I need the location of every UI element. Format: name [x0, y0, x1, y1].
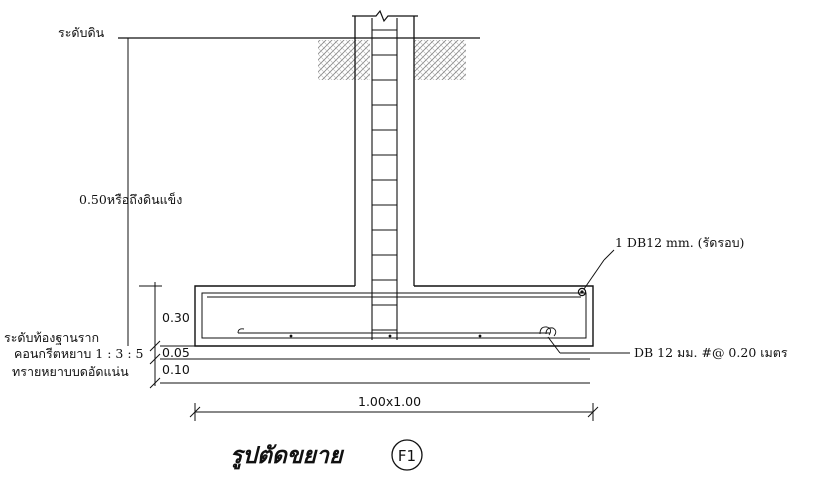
section-badge-circle: [391, 439, 423, 471]
perimeter-bar-label: 1 DB12 mm. (รัดรอบ): [615, 235, 744, 250]
section-title: รูปตัดขยาย: [230, 443, 345, 470]
bottom-rebar-label: DB 12 มม. #@ 0.20 เมตร: [634, 345, 788, 360]
soil-hatch-right: [414, 40, 466, 80]
section-badge-text: F1: [398, 447, 416, 465]
sand-bed-label: ทรายหยาบบดอัดแน่น: [12, 364, 129, 379]
width-slash-right: [587, 406, 599, 418]
sand-bed-thickness-label: 0.10: [162, 362, 190, 377]
depth-note-label: 0.50หรือถึงดินแข็ง: [79, 192, 182, 207]
lean-concrete-label: คอนกรีตหยาบ 1 : 3 : 5: [14, 346, 143, 361]
footing-size-label: 1.00x1.00: [358, 394, 421, 409]
thickness-tick-2: [149, 353, 161, 365]
column-stirrups: [372, 29, 397, 331]
bottom-bar-hooks: [539, 326, 557, 337]
bottom-rebar-leader: [547, 336, 561, 354]
bottom-bar-hook-left: [237, 328, 245, 334]
soil-hatch-left: [318, 40, 370, 80]
footing-outline: [194, 285, 594, 347]
width-slash-left: [189, 406, 201, 418]
perimeter-bar-leader-tail: [603, 249, 615, 261]
rebar-dot: [478, 334, 482, 338]
perimeter-bar-leader: [583, 259, 605, 290]
thickness-tick-3: [149, 377, 161, 389]
perimeter-bar-dot: [577, 287, 587, 297]
lean-concrete-thickness-label: 0.05: [162, 345, 190, 360]
column-break-symbol: [352, 9, 418, 23]
rebar-dot: [388, 334, 392, 338]
rebar-dot: [289, 334, 293, 338]
thickness-tick-1: [149, 340, 161, 352]
footing-thickness-label: 0.30: [162, 310, 190, 325]
perimeter-bar-core: [580, 290, 584, 294]
ground-level-label: ระดับดิน: [58, 25, 105, 40]
footing-rebar-cage: [201, 292, 587, 339]
footing-bottom-level-label: ระดับท้องฐานราก: [4, 330, 99, 345]
